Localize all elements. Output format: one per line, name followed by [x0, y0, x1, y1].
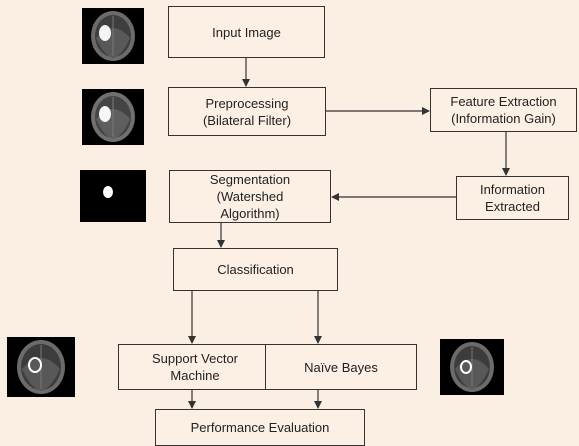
preprocessed-brain-mri-image [82, 89, 144, 145]
naive-bayes-result-mri-image [440, 339, 504, 395]
classification-box: Classification [173, 248, 338, 291]
performance-evaluation-box: Performance Evaluation [155, 409, 365, 446]
svm-result-mri-image [7, 337, 75, 397]
segmentation-box: Segmentation (Watershed Algorithm) [169, 170, 331, 223]
svm-box: Support Vector Machine [118, 344, 272, 390]
information-extracted-box: Information Extracted [456, 176, 569, 220]
naive-bayes-box: Naïve Bayes [265, 344, 417, 390]
input-brain-mri-image [82, 8, 144, 64]
segmented-tumor-mask-image [80, 170, 146, 222]
input-image-box: Input Image [168, 6, 325, 58]
preprocessing-box: Preprocessing (Bilateral Filter) [168, 87, 326, 136]
feature-extraction-box: Feature Extraction (Information Gain) [430, 88, 577, 132]
